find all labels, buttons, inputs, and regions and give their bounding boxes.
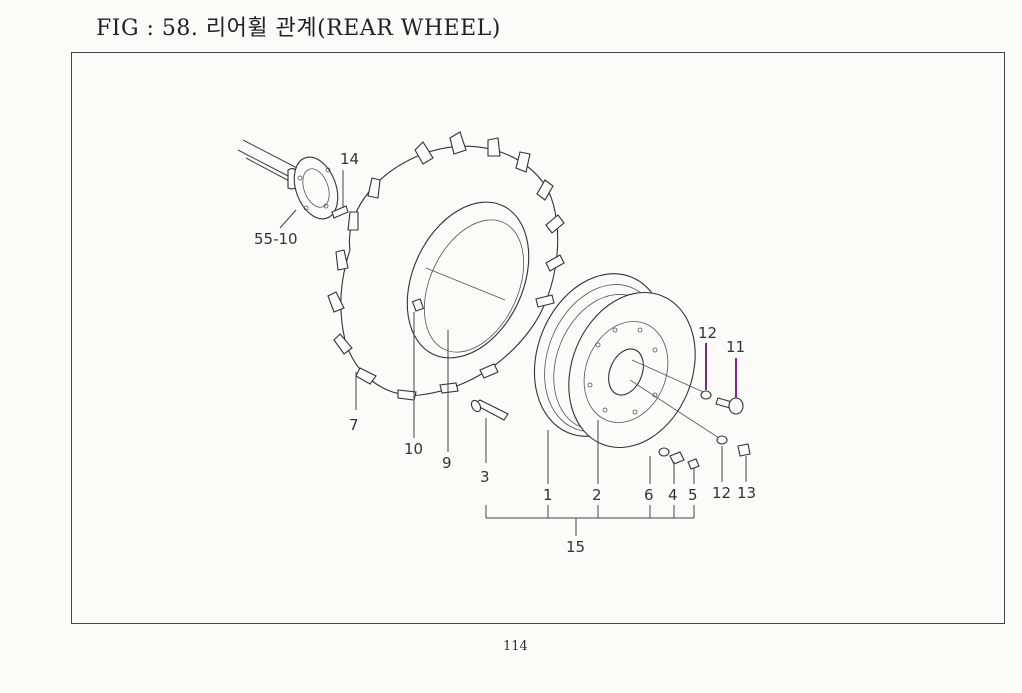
axle-flange bbox=[293, 156, 339, 220]
leader-lines bbox=[279, 170, 747, 536]
callout-7: 7 bbox=[349, 416, 359, 434]
washer-12a bbox=[700, 390, 712, 400]
page-title: FIG : 58. 리어휠 관계(REAR WHEEL) bbox=[96, 16, 501, 41]
callout-55-10: 55-10 bbox=[254, 230, 298, 248]
bolt-11 bbox=[715, 397, 744, 415]
callout-5: 5 bbox=[688, 486, 698, 504]
nut-4 bbox=[669, 451, 685, 465]
axle-shaft bbox=[237, 139, 301, 190]
callout-10: 10 bbox=[404, 440, 423, 458]
callout-4: 4 bbox=[668, 486, 678, 504]
callout-9: 9 bbox=[442, 454, 452, 472]
callout-1: 1 bbox=[543, 486, 553, 504]
wheel-disc bbox=[583, 321, 723, 441]
tire bbox=[327, 131, 565, 401]
diagram-frame bbox=[71, 52, 1005, 624]
callout-12-upper: 12 bbox=[698, 324, 717, 342]
callout-3: 3 bbox=[480, 468, 490, 486]
callout-11: 11 bbox=[726, 338, 745, 356]
nut-5 bbox=[687, 458, 700, 470]
washer-12b bbox=[716, 435, 728, 445]
page-number: 114 bbox=[503, 639, 528, 654]
washer-6 bbox=[658, 447, 670, 457]
tire-valve bbox=[411, 298, 425, 312]
nut-13 bbox=[737, 443, 751, 457]
callout-2: 2 bbox=[592, 486, 602, 504]
flange-stud bbox=[331, 205, 349, 219]
callout-13: 13 bbox=[737, 484, 756, 502]
callout-15: 15 bbox=[566, 538, 585, 556]
bolt-3 bbox=[470, 399, 509, 421]
callout-6: 6 bbox=[644, 486, 654, 504]
callout-14: 14 bbox=[340, 150, 359, 168]
callout-12-lower: 12 bbox=[712, 484, 731, 502]
